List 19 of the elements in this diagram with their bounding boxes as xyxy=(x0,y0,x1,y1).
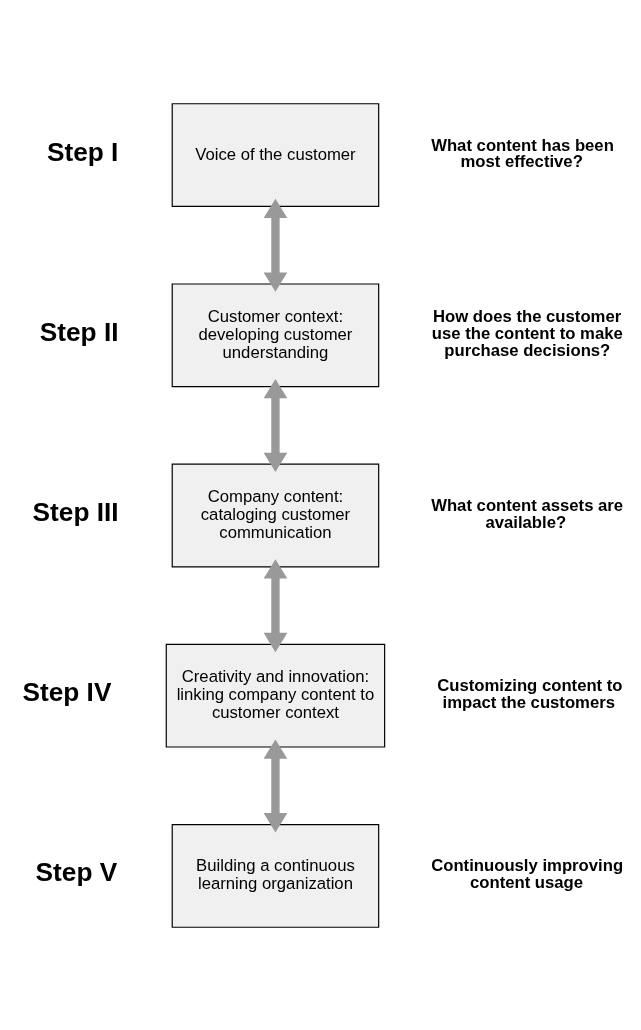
node-box: Voice of the customer xyxy=(171,102,380,207)
node-label: Continuously improving content usage xyxy=(431,855,624,892)
arrow xyxy=(263,738,288,832)
node-label: Step I xyxy=(46,136,119,167)
node-label: Customizing content to impact the customers xyxy=(437,675,623,712)
node-label: Step IV xyxy=(22,676,112,707)
node-label: What content has been most effective? xyxy=(431,135,614,171)
arrow xyxy=(263,558,288,652)
node-box: Company content: cataloging customer communication xyxy=(171,463,380,567)
node-label: Step V xyxy=(35,856,118,887)
node-box: Customer context: developing customer understanding xyxy=(171,282,380,387)
node-box: Building a continuous learning organization xyxy=(171,823,380,928)
node-label: Step III xyxy=(32,496,119,527)
node-label: How does the customer use the content to make purchase decisions? xyxy=(431,306,623,360)
arrow xyxy=(263,378,288,472)
node-box: Creativity and innovation: linking company content to customer context xyxy=(165,643,386,748)
arrow xyxy=(263,198,288,292)
node-label: What content assets are available? xyxy=(431,495,624,532)
node-label: Step II xyxy=(39,316,119,347)
